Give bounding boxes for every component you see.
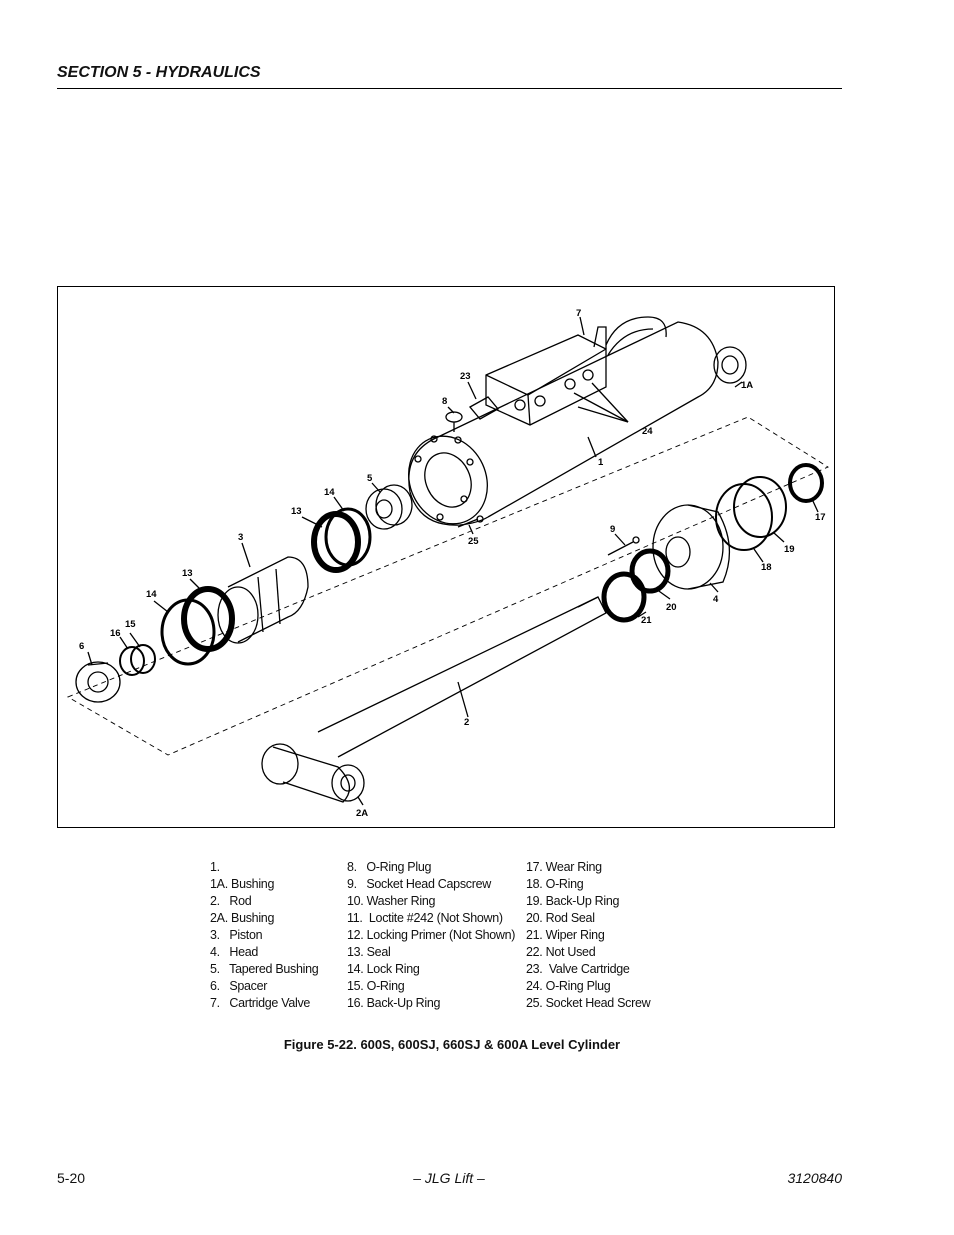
legend-item: 21. Wiper Ring [526,928,605,942]
legend-item: 7. Cartridge Valve [210,996,311,1010]
legend-item: 2A. Bushing [210,911,275,925]
callout-4: 4 [713,594,719,605]
exploded-diagram: 7 1A 23 8 24 1 5 14 13 25 3 13 14 15 16 … [57,286,835,828]
callout-1a: 1A [741,380,753,391]
legend-column-3: 17. Wear Ring 18. O-Ring 19. Back-Up Rin… [526,859,651,1012]
document-number: 3120840 [787,1170,842,1186]
legend-item: 11. Loctite #242 (Not Shown) [347,911,503,925]
legend-item: 17. Wear Ring [526,860,602,874]
callout-14-lower: 14 [146,589,157,600]
callout-18: 18 [761,562,772,573]
callout-15: 15 [125,619,136,630]
legend-item: 25. Socket Head Screw [526,996,651,1010]
legend-item: 18. O-Ring [526,877,584,891]
footer-publisher: – JLG Lift – [413,1170,485,1186]
legend-item: 4. Head [210,945,259,959]
legend-item: 19. Back-Up Ring [526,894,620,908]
legend-column-1: 1. 1A. Bushing 2. Rod 2A. Bushing 3. Pis… [210,859,319,1012]
callout-labels: 7 1A 23 8 24 1 5 14 13 25 3 13 14 15 16 … [79,308,826,819]
figure-caption-text: Figure 5-22. 600S, 600SJ, 660SJ & 600A L… [283,1037,621,1052]
legend-item: 5. Tapered Bushing [210,962,319,976]
legend-item: 3. Piston [210,928,263,942]
callout-14-upper: 14 [324,487,335,498]
callout-21: 21 [641,615,652,626]
legend-item: 13. Seal [347,945,391,959]
callout-25: 25 [468,536,479,547]
figure-caption: Figure 5-22. 600S, 600SJ, 660SJ & 600A L… [0,1037,954,1052]
legend-item: 2. Rod [210,894,252,908]
legend-column-2: 8. O-Ring Plug 9. Socket Head Capscrew 1… [347,859,515,1012]
callout-3: 3 [238,532,243,543]
legend-item: 22. Not Used [526,945,596,959]
callout-9: 9 [610,524,615,535]
callout-16: 16 [110,628,121,639]
callout-20: 20 [666,602,677,613]
cylinder-exploded-view: 7 1A 23 8 24 1 5 14 13 25 3 13 14 15 16 … [66,308,829,819]
callout-24: 24 [642,426,653,437]
page-number: 5-20 [57,1170,86,1186]
callout-2a: 2A [356,808,368,819]
legend-item: 14. Lock Ring [347,962,420,976]
legend-item: 15. O-Ring [347,979,405,993]
callout-19: 19 [784,544,795,555]
legend-item: 23. Valve Cartridge [526,962,630,976]
callout-17: 17 [815,512,826,523]
callout-23: 23 [460,371,471,382]
callout-8: 8 [442,396,447,407]
callout-5: 5 [367,473,373,484]
legend-item: 10. Washer Ring [347,894,436,908]
callout-13-upper: 13 [291,506,302,517]
legend-item: 1. [210,860,220,874]
callout-13-lower: 13 [182,568,193,579]
callout-7: 7 [576,308,581,319]
callout-1: 1 [598,457,604,468]
legend-item: 20. Rod Seal [526,911,595,925]
legend-item: 12. Locking Primer (Not Shown) [347,928,516,942]
header-rule [57,88,842,89]
legend-item: 9. Socket Head Capscrew [347,877,491,891]
section-title: SECTION 5 - HYDRAULICS [57,64,261,81]
legend-item: 24. O-Ring Plug [526,979,611,993]
callout-2: 2 [464,717,469,728]
legend-item: 16. Back-Up Ring [347,996,441,1010]
legend-item: 1A. Bushing [210,877,275,891]
legend-item: 8. O-Ring Plug [347,860,432,874]
callout-6: 6 [79,641,84,652]
legend-item: 6. Spacer [210,979,268,993]
